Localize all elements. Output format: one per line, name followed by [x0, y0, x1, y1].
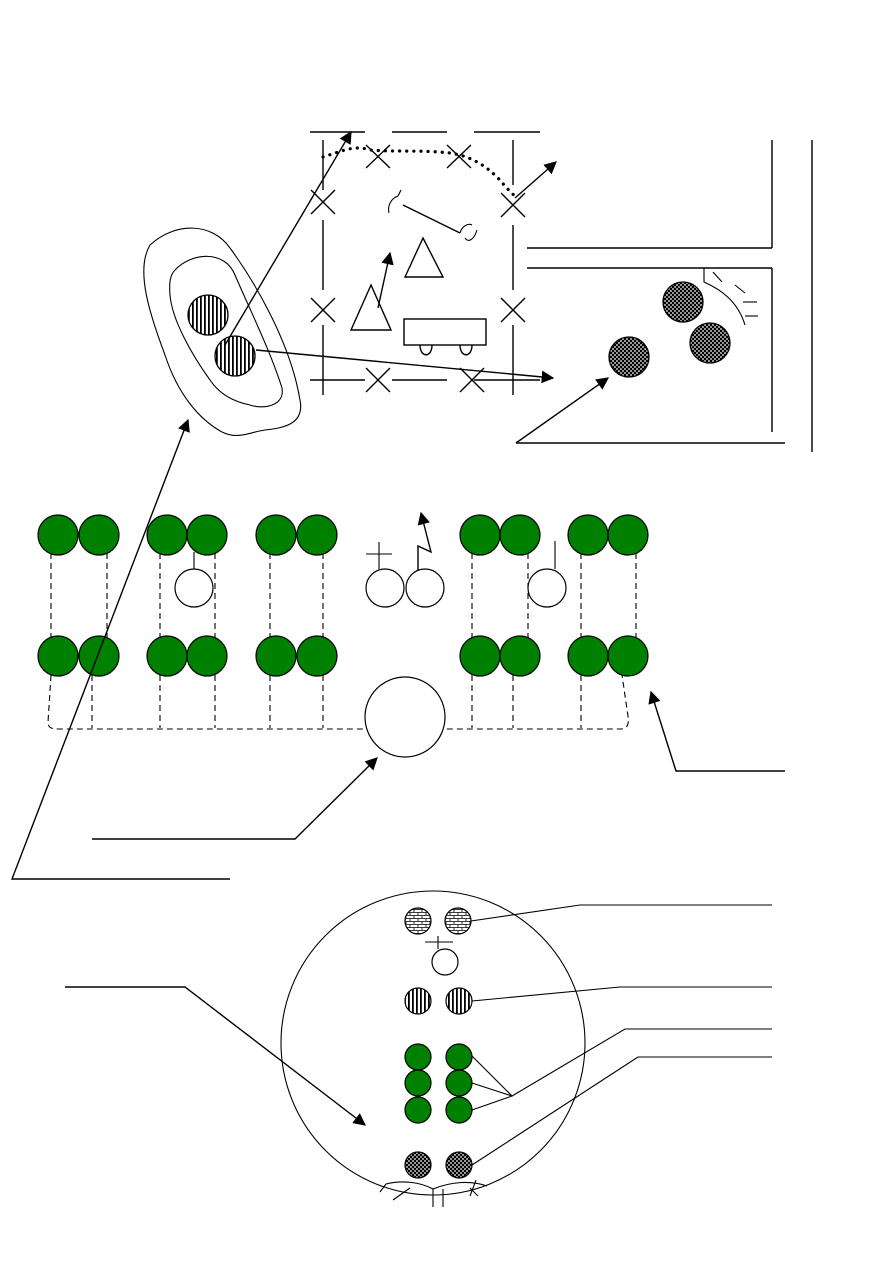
dotted-ball-icon — [608, 281, 731, 378]
right-frame — [516, 140, 813, 452]
bottom-striped-pair-icon — [404, 987, 473, 1015]
dotted-front-line — [321, 146, 517, 198]
middle-arrows — [10, 418, 785, 880]
bottom-green-ball-icon — [404, 1043, 473, 1124]
hollow-marker-balls — [174, 541, 567, 758]
zigzag-arrow-icon — [417, 511, 433, 570]
wagon-icon — [403, 318, 487, 356]
fortification-grid — [310, 131, 540, 395]
tank-marker-icon — [349, 189, 478, 331]
bottom-dotted-ball-icon — [404, 1151, 473, 1179]
barrier-crosses — [310, 144, 526, 393]
bottom-hollow-marker — [425, 936, 459, 976]
bottom-leader-lines — [65, 904, 772, 1166]
brick-ball-icon — [404, 907, 472, 935]
exit-arrow — [514, 161, 557, 199]
bottom-circle — [280, 890, 586, 1196]
cell-outline-icon — [143, 227, 302, 436]
formation-dashed-links — [47, 553, 637, 730]
green-ball-icon — [37, 514, 649, 677]
top-arrows — [224, 130, 610, 444]
striped-pair-icon — [187, 294, 256, 377]
bottom-trench-marks — [379, 1179, 488, 1207]
